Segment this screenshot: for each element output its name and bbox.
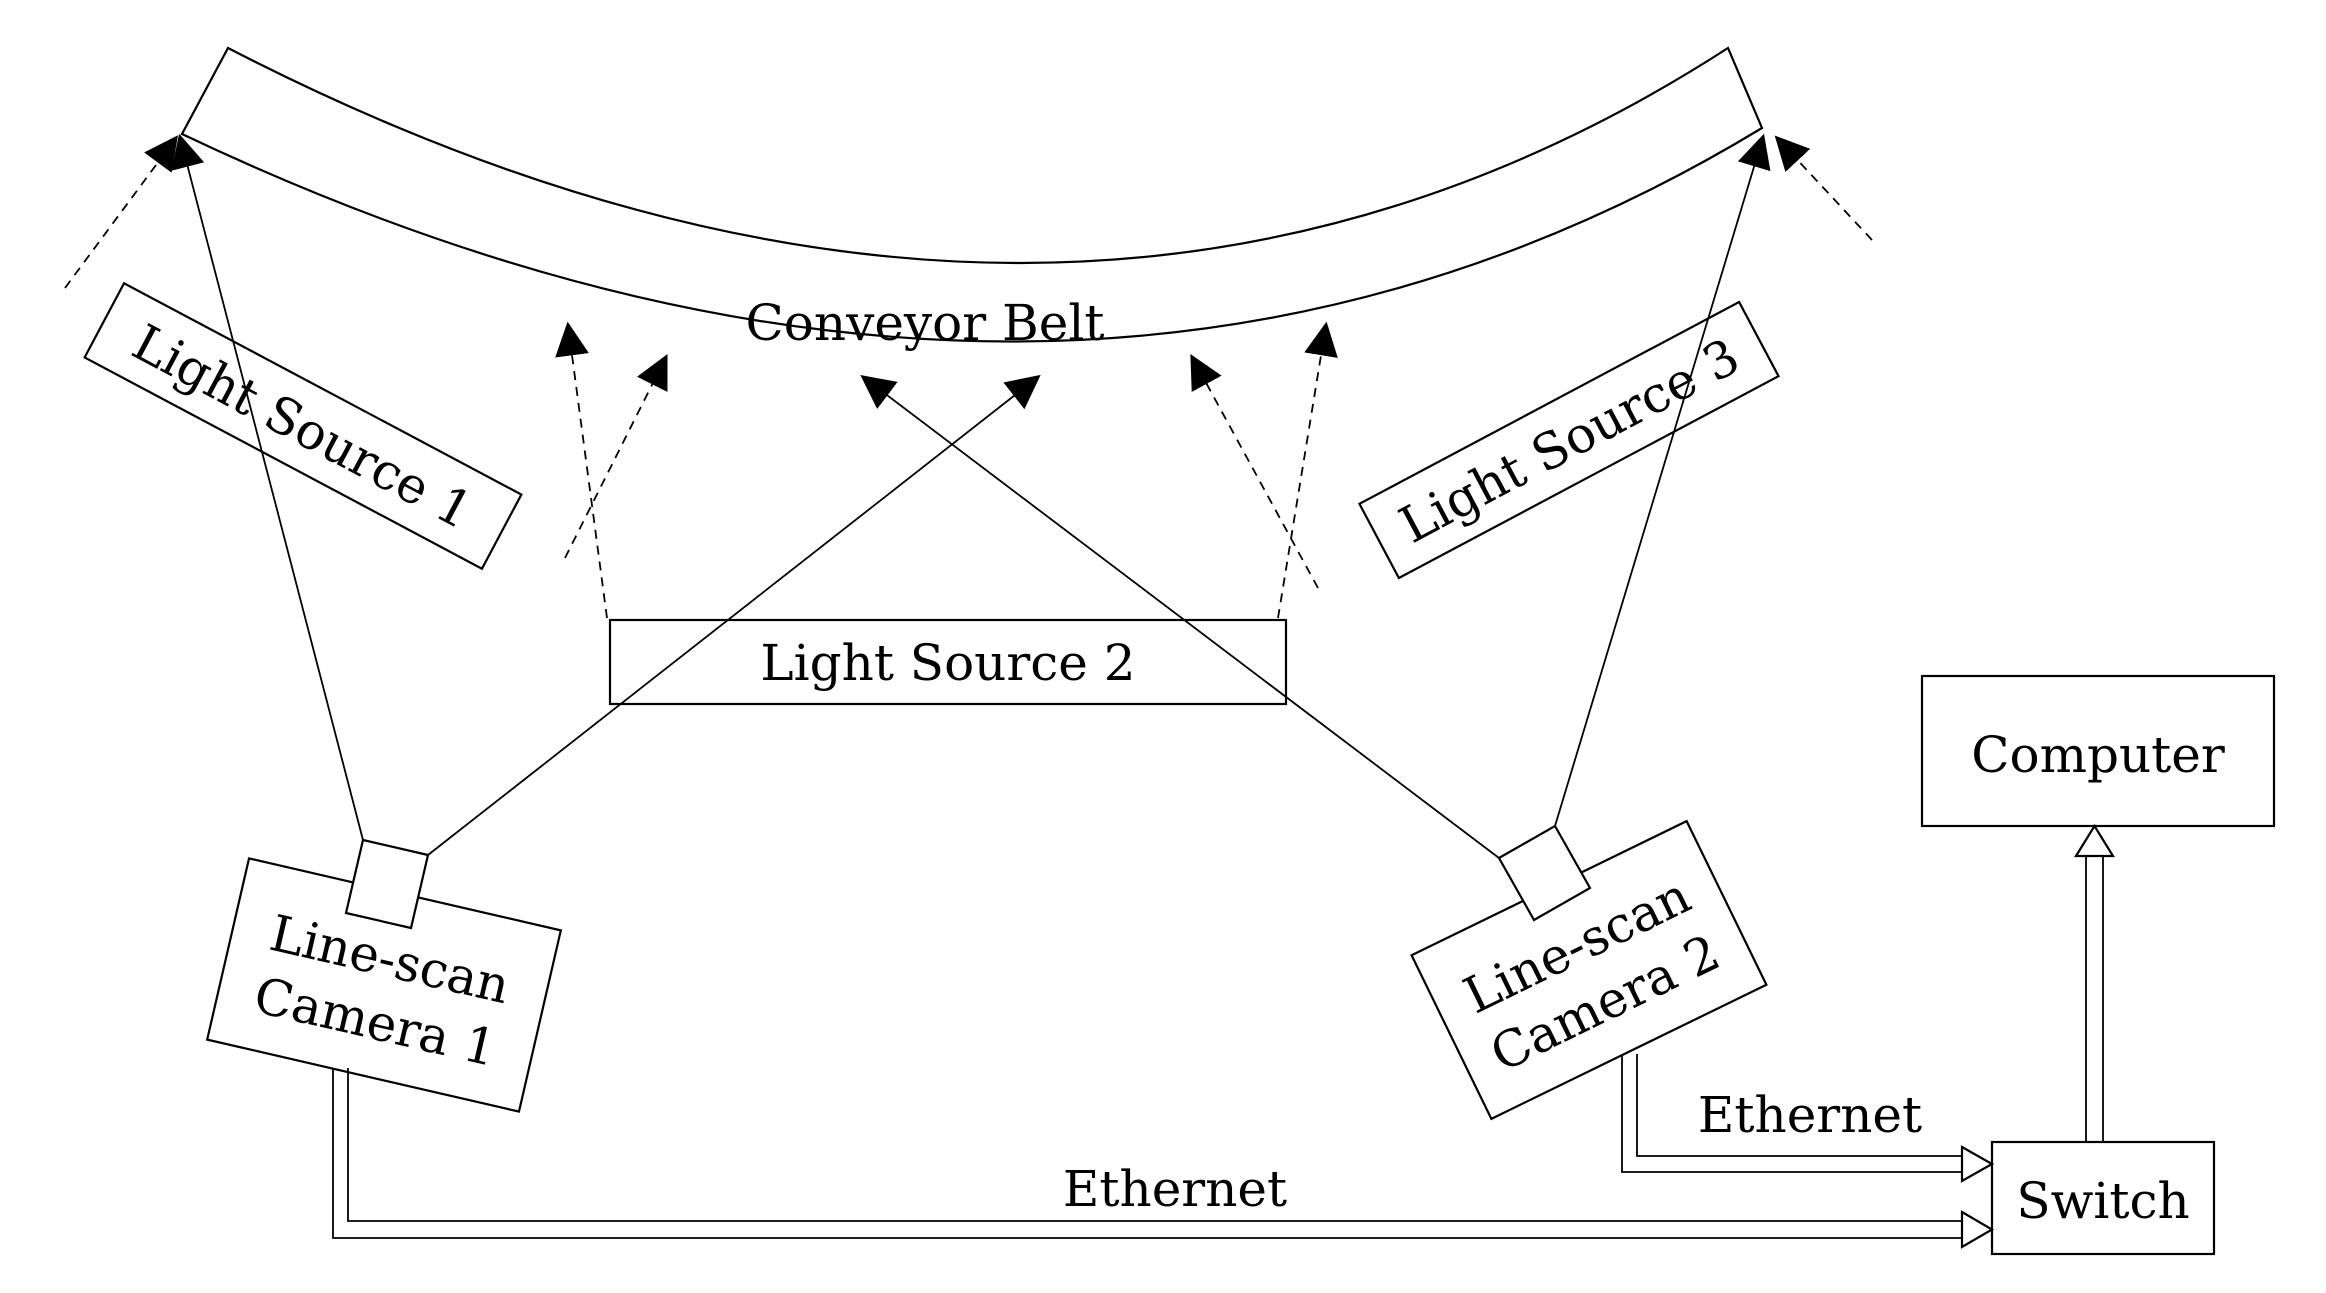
camera-1-lens (344, 838, 430, 930)
light-source-3: Light Source 3 (1357, 300, 1781, 580)
network-switch: Switch (1990, 1140, 2216, 1256)
switch-label: Switch (2016, 1172, 2189, 1230)
ethernet-link-camera-2: Ethernet (1621, 1054, 1995, 1183)
line-scan-camera-1: Line-scan Camera 1 (205, 838, 563, 1113)
computer-label: Computer (1971, 726, 2225, 784)
light-source-2-label: Light Source 2 (760, 634, 1135, 692)
light-source-1-label: Light Source 1 (123, 313, 481, 540)
switch-to-computer-link (2074, 823, 2115, 1142)
light-source-1: Light Source 1 (83, 281, 523, 571)
camera-view-rays (171, 133, 1771, 859)
illumination-arrows (64, 135, 1873, 619)
line-scan-camera-2: Line-scan Camera 2 (1410, 819, 1768, 1121)
camera-2-lens (1497, 824, 1592, 922)
ethernet-link-camera-1: Ethernet (332, 1068, 1995, 1249)
computer: Computer (1920, 674, 2276, 828)
ethernet-label-camera-1: Ethernet (1063, 1160, 1287, 1218)
conveyor-belt: Conveyor Belt (180, 46, 1764, 352)
ethernet-label-camera-2: Ethernet (1698, 1086, 1922, 1144)
conveyor-belt-label: Conveyor Belt (746, 294, 1105, 352)
light-source-2: Light Source 2 (608, 618, 1288, 706)
